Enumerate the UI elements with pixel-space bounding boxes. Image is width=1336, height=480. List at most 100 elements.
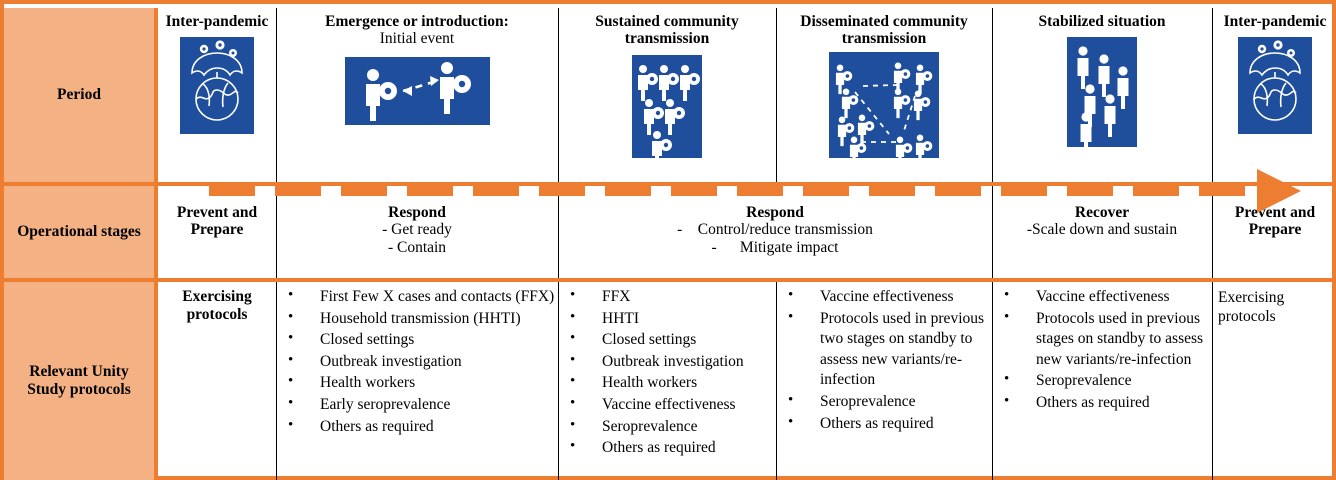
list-item: Closed settings [280,329,556,351]
operational-divider-4 [1212,186,1213,278]
operational-title-1: Prevent and Prepare [176,204,258,239]
orange-dashed-progress-arrow [4,185,1336,196]
list-item: Seroprevalence [996,370,1210,392]
protocol-divider-2 [558,282,559,480]
list-item: Outbreak investigation [280,351,556,373]
operational-cell-respond-1: Respond - Get ready - Contain [278,204,556,256]
protocol-cell-5: Vaccine effectiveness Protocols used in … [996,286,1210,415]
six-infected-people-icon [632,54,702,158]
row-header-protocols-label: Relevant Unity Study protocols [27,362,131,398]
period-title-1: Inter-pandemic [165,13,269,30]
progress-arrow-dash [1199,185,1245,196]
protocol-text-1: Exercising protocols [182,288,252,324]
period-divider-1 [276,8,277,182]
period-cell-5: Stabilized situation [994,8,1210,182]
umbrella-over-globe-with-virus-icon [180,37,254,135]
operational-divider-2 [558,186,559,278]
protocol-cell-6: Exercising protocols [1218,288,1330,327]
header-column-right-border [154,282,158,480]
period-title-6: Inter-pandemic [1223,13,1327,30]
progress-arrow-dash [1067,185,1113,196]
list-item: Early seroprevalence [280,394,556,416]
two-people-transmission-arrow-icon [344,56,490,125]
progress-arrow-dash [803,185,849,196]
operational-cell-prevent-prepare-left: Prevent and Prepare [158,204,276,239]
list-item: Vaccine effectiveness [780,286,990,308]
period-cell-6: Inter-pandemic [1214,8,1336,182]
period-title-4: Disseminated community transmission [800,13,968,48]
operational-title-2: Respond [388,204,446,221]
operational-cell-recover: Recover -Scale down and sustain [994,204,1210,239]
network-of-infected-people-icon [829,51,939,158]
protocol-divider-4 [992,282,993,480]
row-header-period: Period [4,8,154,182]
list-item: Seroprevalence [780,391,990,413]
progress-arrow-dash [1001,185,1047,196]
list-item: First Few X cases and contacts (FFX) [280,286,556,308]
progress-arrow-dash [275,185,321,196]
operational-bullet-3-0: - Control/reduce transmission [677,221,873,239]
protocol-list-4: Vaccine effectiveness Protocols used in … [780,286,990,434]
rule-operational-protocols [4,278,1332,282]
progress-arrow-dash [935,185,981,196]
list-item: FFX [562,286,774,308]
operational-divider-3 [992,186,993,278]
six-healthy-people-icon [1067,37,1137,148]
progress-arrow-dash [671,185,717,196]
list-item: Closed settings [562,329,774,351]
list-item: Outbreak investigation [562,351,774,373]
umbrella-over-globe-with-virus-icon [1238,37,1312,135]
period-cell-4: Disseminated community transmission [778,8,990,182]
protocol-cell-3: FFX HHTI Closed settings Outbreak invest… [562,286,774,460]
header-column-right-border [154,186,158,278]
period-divider-3 [776,8,777,182]
period-cell-2: Emergence or introduction: Initial event [278,8,556,182]
row-header-operational-stages-label: Operational stages [17,222,141,240]
period-cell-1: Inter-pandemic [158,8,276,182]
list-item: Health workers [562,372,774,394]
row-header-period-label: Period [57,85,101,103]
progress-arrow-dash [1133,185,1179,196]
progress-arrow-dash [407,185,453,196]
operational-bullet-3-1: - Mitigate impact [711,238,839,256]
progress-arrow-dash [473,185,519,196]
protocol-divider-1 [276,282,277,480]
progress-arrow-dash [605,185,651,196]
row-header-operational-stages: Operational stages [4,186,154,278]
list-item: Others as required [996,392,1210,414]
operational-bullet-4-0: -Scale down and sustain [1026,221,1178,239]
progress-arrow-dash [209,185,255,196]
protocol-cell-4: Vaccine effectiveness Protocols used in … [780,286,990,435]
period-title-3: Sustained community transmission [595,13,739,48]
period-divider-4 [992,8,993,182]
rule-period-operational [4,182,1332,186]
progress-arrow-head [1257,169,1301,213]
period-cell-3: Sustained community transmission [560,8,774,182]
operational-bullet-2-1: - Contain [387,238,447,256]
operational-bullet-2-0: - Get ready [382,221,452,239]
header-column-right-border [154,8,158,182]
progress-arrow-dash [737,185,783,196]
protocol-cell-1: Exercising protocols [158,288,276,325]
protocol-list-2: First Few X cases and contacts (FFX) Hou… [280,286,556,438]
operational-title-3: Respond [746,204,804,221]
protocol-list-5: Vaccine effectiveness Protocols used in … [996,286,1210,414]
list-item: Seroprevalence [562,416,774,438]
protocol-cell-2: First Few X cases and contacts (FFX) Hou… [280,286,556,438]
period-divider-5 [1212,8,1213,182]
operational-cell-respond-2: Respond - Control/reduce transmission - … [560,204,990,256]
row-header-protocols: Relevant Unity Study protocols [4,282,154,480]
protocol-divider-3 [776,282,777,480]
period-divider-2 [558,8,559,182]
period-subtitle-2: Initial event [379,30,455,48]
operational-title-4: Recover [1074,204,1130,221]
list-item: Others as required [280,416,556,438]
list-item: Household transmission (HHTI) [280,308,556,330]
list-item: Protocols used in previous two stages on… [780,308,990,391]
period-title-2: Emergence or introduction: [325,13,509,30]
list-item: Vaccine effectiveness [562,394,774,416]
list-item: Protocols used in previous stages on sta… [996,308,1210,371]
protocol-divider-5 [1212,282,1213,480]
progress-arrow-dash [341,185,387,196]
